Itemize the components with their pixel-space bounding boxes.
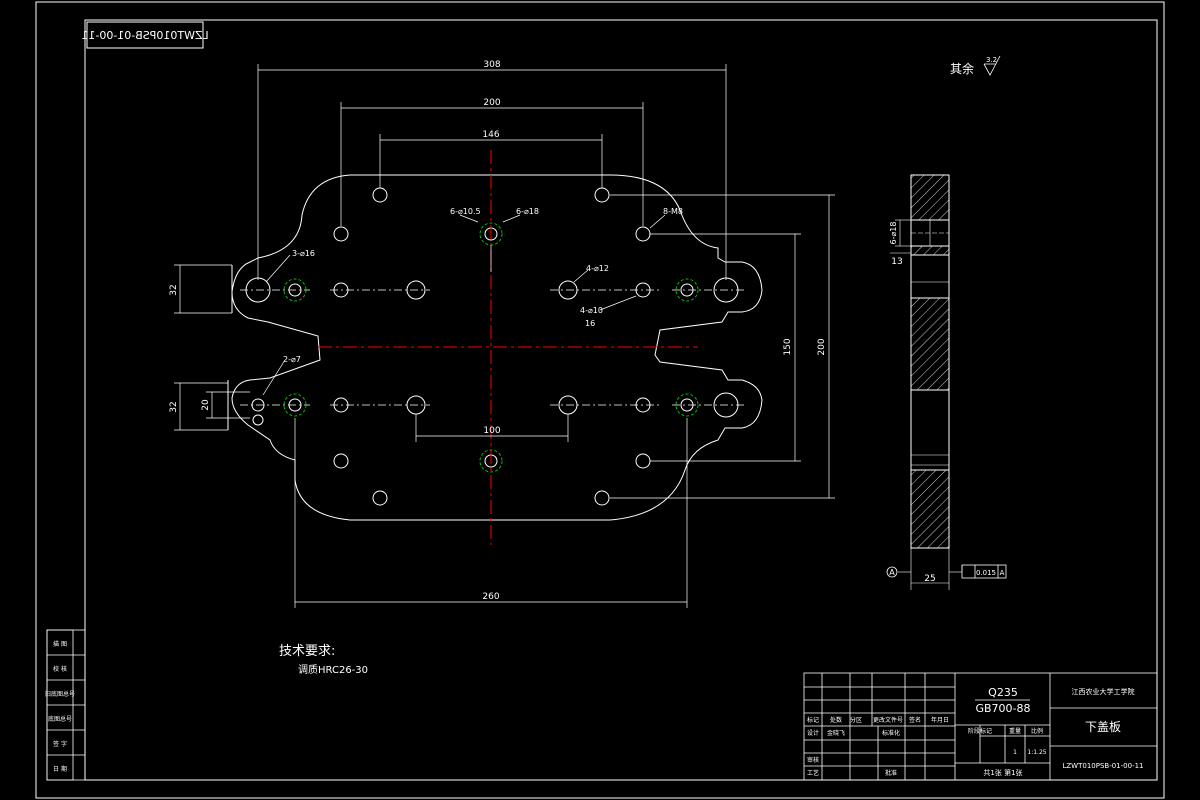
tolerance-datum: A	[1000, 569, 1005, 577]
roughness-label: 其余	[950, 61, 974, 76]
scale-label: 比例	[1031, 727, 1043, 735]
hole-tr-1	[594, 187, 610, 203]
hole-lug-left-bot2	[252, 414, 264, 426]
standardization-label: 标准化	[882, 729, 900, 737]
dimension-lines	[174, 64, 835, 608]
rev-header-5: 签名	[909, 716, 921, 724]
dim-32-top: 32	[169, 284, 179, 295]
side-table-row-6: 日 期	[53, 765, 67, 773]
main-centerlines	[318, 150, 698, 545]
process-label: 工艺	[807, 769, 819, 777]
callout-18: 6-⌀18	[516, 207, 539, 216]
design-label: 设计	[807, 729, 819, 737]
callout-10: 4-⌀10	[580, 306, 603, 315]
side-table-row-2: 校 核	[53, 665, 67, 673]
dim-308: 308	[483, 60, 500, 70]
inner-border	[84, 19, 1158, 781]
hole-m8-3	[333, 453, 349, 469]
material-standard: GB700-88	[975, 702, 1030, 715]
callout-10-5: 6-⌀10.5	[450, 207, 481, 216]
side-table	[46, 629, 86, 781]
roughness-value: 3.2	[986, 56, 997, 64]
rev-header-4: 更改文件号	[873, 716, 903, 724]
rev-header-1: 标记	[807, 716, 819, 724]
weight-label: 重量	[1009, 727, 1021, 735]
hole-centerlines	[240, 289, 745, 406]
callout-7: 2-⌀7	[283, 355, 301, 364]
roughness-symbol	[983, 55, 1001, 76]
drawing-number: LZWT010PSB-01-00-11	[1062, 762, 1143, 770]
outer-border	[35, 1, 1165, 799]
dim-side-d18: 6-⌀18	[889, 222, 898, 245]
title-block	[803, 672, 1158, 781]
dim-200-vertical: 200	[817, 338, 827, 355]
quantity-value: 1	[1013, 749, 1017, 756]
drawing-number-box	[86, 21, 204, 49]
approve-label: 批准	[885, 769, 897, 777]
sheet-count: 共1张 第1张	[983, 768, 1022, 777]
callout-10-depth: 16	[585, 319, 595, 328]
dim-200: 200	[483, 98, 500, 108]
side-table-row-3: 旧底图总号	[45, 690, 75, 698]
datum-letter: A	[889, 568, 895, 577]
stage-label: 阶段标记	[968, 727, 992, 735]
part-name: 下盖板	[1085, 720, 1121, 734]
hole-m8-2	[635, 226, 651, 242]
rev-header-2: 处数	[830, 716, 842, 724]
rev-header-3: 分区	[850, 716, 862, 724]
hole-br-1	[594, 490, 610, 506]
callout-12: 4-⌀12	[586, 264, 609, 273]
dim-32-bottom: 32	[169, 401, 179, 412]
callout-m8: 8-M8	[663, 207, 683, 216]
side-table-row-4: 底图总号	[48, 715, 72, 723]
dim-260: 260	[482, 592, 499, 602]
callout-16: 3-⌀16	[292, 249, 315, 258]
dim-20: 20	[201, 399, 211, 411]
rev-header-6: 年月日	[931, 716, 949, 724]
tech-title: 技术要求:	[279, 644, 335, 659]
dim-13: 13	[891, 257, 902, 267]
dim-100: 100	[483, 426, 500, 436]
hole-m8-1	[333, 226, 349, 242]
tolerance-value: 0.015	[976, 569, 996, 577]
review-label: 审核	[807, 756, 819, 764]
hole-tl-1	[372, 187, 388, 203]
dim-25: 25	[924, 574, 935, 584]
designer-name: 金晓飞	[827, 729, 845, 737]
school-name: 江西农业大学工学院	[1072, 687, 1135, 696]
hole-bl-1	[372, 490, 388, 506]
side-table-row-1: 描 图	[53, 640, 67, 648]
tech-note: 调质HRC26-30	[298, 664, 368, 676]
material: Q235	[988, 686, 1018, 699]
scale-value: 1:1.25	[1027, 749, 1046, 756]
hole-m8-4	[635, 453, 651, 469]
drawing-number-mirrored: LZWT010PSB-01-00-11	[81, 29, 208, 42]
section-view	[886, 174, 1007, 590]
side-table-row-5: 签 字	[53, 740, 67, 748]
dim-150: 150	[783, 338, 793, 355]
dim-146: 146	[482, 130, 499, 140]
